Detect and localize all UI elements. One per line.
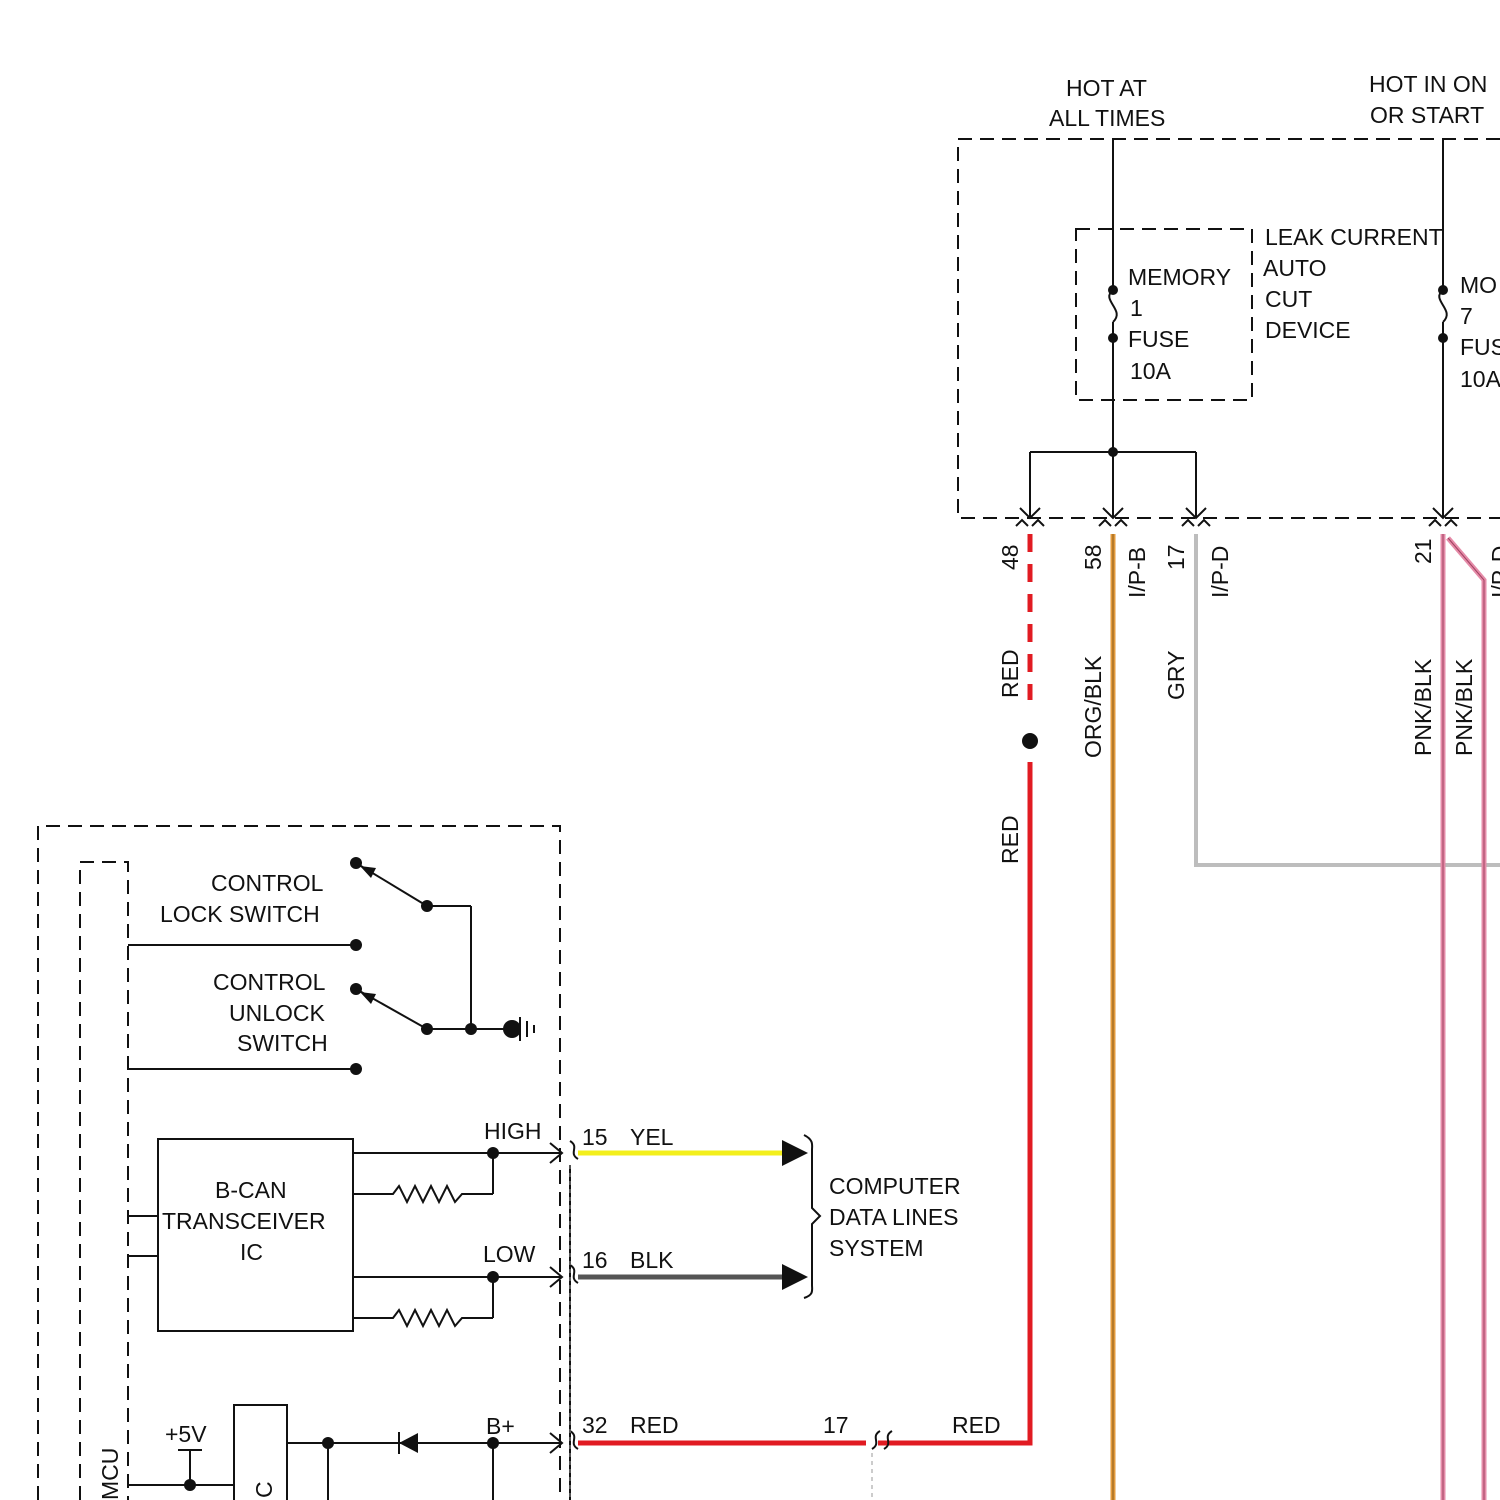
mo-fuse-label-2: 7 bbox=[1460, 303, 1473, 329]
control-module bbox=[38, 826, 560, 1500]
mo-fuse-label-1: MO bbox=[1460, 272, 1497, 298]
connector-ipd-label: I/P-D bbox=[1207, 546, 1233, 598]
fuse-box bbox=[958, 139, 1500, 518]
wire-pnk-blk-label-2: PNK/BLK bbox=[1451, 658, 1477, 756]
wire-red-label-3: RED bbox=[630, 1412, 679, 1438]
lock-switch-label-2: LOCK SWITCH bbox=[160, 901, 320, 927]
data-lines-label-1: COMPUTER bbox=[829, 1173, 961, 1199]
mo-fuse-label-3: FUS bbox=[1460, 334, 1500, 360]
hot-in-on-or-start-label-2: OR START bbox=[1370, 102, 1484, 128]
pin-16-label: 16 bbox=[582, 1247, 608, 1273]
hot-in-on-or-start-label-1: HOT IN ON bbox=[1369, 71, 1487, 97]
wire-gry-label: GRY bbox=[1163, 651, 1189, 700]
plus5v-label: +5V bbox=[165, 1421, 207, 1447]
splice-branches bbox=[1016, 447, 1210, 526]
pin-17-lower-label: 17 bbox=[823, 1412, 849, 1438]
leak-device-label-2: AUTO bbox=[1263, 255, 1326, 281]
wire-pnk-blk-label-1: PNK/BLK bbox=[1410, 658, 1436, 756]
wire-blk-label: BLK bbox=[630, 1247, 674, 1273]
pin-21-label: 21 bbox=[1410, 538, 1436, 564]
unlock-switch-label-2: UNLOCK bbox=[229, 1000, 326, 1026]
memory-fuse-label-4: 10A bbox=[1130, 358, 1172, 384]
leak-device-label-3: CUT bbox=[1265, 286, 1312, 312]
unlock-switch-label-1: CONTROL bbox=[213, 969, 326, 995]
connector-ipd-partial-label: I/P-D bbox=[1487, 546, 1500, 598]
wire-red-label-1: RED bbox=[997, 649, 1023, 698]
data-lines-label-2: DATA LINES bbox=[829, 1204, 959, 1230]
low-signal-label: LOW bbox=[483, 1241, 536, 1267]
memory-fuse-label-2: 1 bbox=[1130, 295, 1143, 321]
pin-32-label: 32 bbox=[582, 1412, 608, 1438]
leak-device-label-4: DEVICE bbox=[1265, 317, 1351, 343]
lock-switch-label-1: CONTROL bbox=[211, 870, 324, 896]
unlock-switch-label-3: SWITCH bbox=[237, 1030, 328, 1056]
c-block-label: C bbox=[251, 1481, 277, 1498]
module-connectors bbox=[550, 1141, 578, 1500]
wire-org-blk-label: ORG/BLK bbox=[1080, 655, 1106, 758]
memory-fuse-label-3: FUSE bbox=[1128, 326, 1189, 352]
wire-yel-label: YEL bbox=[630, 1124, 674, 1150]
hot-at-all-times-label-2: ALL TIMES bbox=[1049, 105, 1165, 131]
high-signal-label: HIGH bbox=[484, 1118, 542, 1144]
hot-at-all-times-label-1: HOT AT bbox=[1066, 75, 1147, 101]
bcan-label-3: IC bbox=[240, 1239, 263, 1265]
bcan-label-1: B-CAN bbox=[215, 1177, 287, 1203]
pin-17-label: 17 bbox=[1163, 544, 1189, 570]
mo-fuse-7 bbox=[1429, 139, 1457, 526]
unlock-switch bbox=[128, 983, 534, 1075]
bcan-transceiver bbox=[128, 1139, 562, 1331]
bplus-label: B+ bbox=[486, 1413, 515, 1439]
memory-fuse-label-1: MEMORY bbox=[1128, 264, 1231, 290]
pin-48-label: 48 bbox=[997, 544, 1023, 570]
bcan-label-2: TRANSCEIVER bbox=[162, 1208, 326, 1234]
mcu-label: MCU bbox=[97, 1448, 123, 1500]
wire-red-label-2: RED bbox=[997, 815, 1023, 864]
connector-ipb-label: I/P-B bbox=[1124, 547, 1150, 598]
data-line-wires bbox=[578, 1135, 820, 1298]
pin-15-label: 15 bbox=[582, 1124, 608, 1150]
mo-fuse-label-4: 10A bbox=[1460, 366, 1500, 392]
memory-fuse-1 bbox=[1108, 139, 1118, 452]
pin-58-label: 58 bbox=[1080, 544, 1106, 570]
data-lines-label-3: SYSTEM bbox=[829, 1235, 924, 1261]
leak-device-label-1: LEAK CURRENT bbox=[1265, 224, 1443, 250]
wire-red-label-4: RED bbox=[952, 1412, 1001, 1438]
